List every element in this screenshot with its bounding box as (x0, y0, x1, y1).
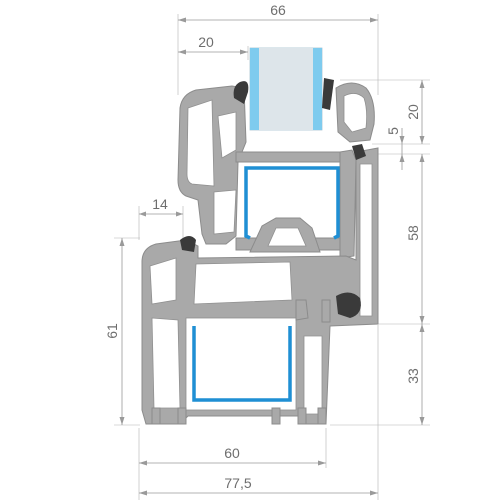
arrow (119, 417, 125, 425)
arrow (176, 211, 183, 217)
frame-chamber-mid (193, 261, 293, 305)
frame-hook (295, 299, 309, 321)
sash-web-top (235, 151, 345, 163)
frame-chamber-bottom (303, 335, 323, 415)
dimension-labels: 66 20 14 60 77,5 20 5 58 33 61 (104, 2, 421, 491)
frame-profile (141, 147, 379, 425)
ridge-chamber (267, 227, 307, 247)
glass-edge-right (313, 48, 322, 130)
reinforcement-upper (244, 166, 340, 240)
reinforcement-lower (192, 326, 292, 402)
glazing-bead-chamber (343, 93, 368, 133)
frame-hook (321, 299, 331, 323)
sash-chamber-mid (217, 111, 237, 159)
label-right-middle: 58 (405, 225, 421, 241)
arrow (419, 136, 425, 144)
glazing-unit (249, 47, 323, 131)
foot (297, 407, 307, 425)
label-right-top: 20 (405, 104, 421, 120)
frame-chamber-right (359, 163, 373, 317)
arrow (119, 238, 125, 246)
foot (317, 407, 327, 425)
label-total-width: 77,5 (224, 475, 251, 491)
seal-glass-right (322, 78, 334, 110)
frame-main-chamber (185, 317, 297, 411)
arrow (419, 324, 425, 332)
arrow (419, 316, 425, 324)
arrow (370, 17, 378, 23)
sash-chamber-low (213, 189, 237, 235)
sash-profile (177, 85, 357, 259)
label-left-height: 61 (104, 323, 120, 339)
glass-spacer (259, 48, 313, 130)
arrow (178, 49, 186, 55)
seal-frame-right (352, 144, 366, 160)
label-top-inner-width: 20 (198, 34, 214, 50)
arrow (370, 490, 378, 496)
arrow (419, 80, 425, 88)
arrow (399, 154, 405, 162)
label-right-bottom: 33 (405, 368, 421, 384)
frame-chamber-left (149, 257, 177, 305)
frame-chamber-lower-left (151, 317, 181, 409)
glass-edge-left (250, 48, 259, 130)
label-right-small: 5 (385, 127, 401, 135)
arrow (139, 490, 147, 496)
arrow (399, 136, 405, 144)
seal-top-left (233, 81, 249, 104)
arrow (419, 154, 425, 162)
gaskets (180, 78, 366, 318)
seal-bottom-right (336, 292, 361, 318)
arrow (178, 17, 186, 23)
sash-right-wall (339, 149, 357, 259)
arrow (139, 211, 146, 217)
label-sash-offset: 14 (152, 196, 168, 212)
dimension-lines (114, 14, 430, 500)
glazing-bead (335, 82, 375, 143)
arrow (139, 460, 147, 466)
foot (151, 407, 161, 425)
sash-chamber-left (186, 99, 215, 187)
seal-sash-left (180, 236, 196, 252)
steel-reinforcement (192, 166, 340, 402)
arrow (419, 417, 425, 425)
foot (177, 407, 187, 425)
arrow (240, 49, 248, 55)
arrow (318, 460, 326, 466)
label-top-width: 66 (270, 2, 286, 18)
label-frame-width: 60 (224, 445, 240, 461)
foot (271, 407, 281, 425)
